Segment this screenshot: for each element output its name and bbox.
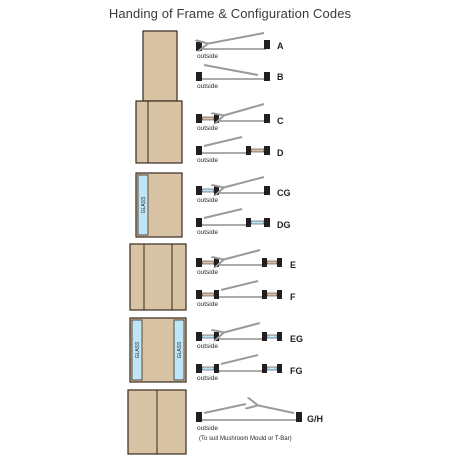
code-label: A (277, 41, 284, 51)
glass-label-left: GLASS (135, 341, 141, 358)
outside-label: outside (197, 375, 218, 382)
outside-label: outside (197, 53, 218, 60)
outside-label: outside (197, 301, 218, 308)
elevation-two-glass-sides: GLASS GLASS (129, 317, 187, 383)
code-label: CG (277, 188, 291, 198)
plan-EG: outside EG (196, 322, 303, 350)
elevation-double (127, 389, 187, 455)
outside-label: outside (197, 197, 218, 204)
outside-label: outside (197, 269, 218, 276)
code-label: D (277, 148, 284, 158)
code-label: E (290, 260, 296, 270)
outside-label: outside (197, 157, 218, 164)
plan-GH: outside G/H (To suit Mushroom Mould or T… (196, 404, 323, 442)
plan-F: outside F (196, 280, 296, 308)
outside-label: outside (197, 343, 218, 350)
plan-C: outside C (196, 103, 284, 132)
double-note: (To suit Mushroom Mould or T-Bar) (199, 436, 292, 442)
outside-label: outside (197, 425, 218, 432)
plan-E: outside E (196, 249, 296, 276)
code-label: B (277, 72, 284, 82)
glass-label-right: GLASS (177, 341, 183, 358)
elevation-side-panel (135, 100, 183, 164)
glass-label: GLASS (141, 196, 147, 213)
plan-B: outside B (196, 64, 284, 90)
elevation-single (142, 30, 178, 102)
plan-FG: outside FG (196, 354, 303, 382)
code-label: DG (277, 220, 291, 230)
outside-label: outside (197, 83, 218, 90)
plan-D: outside D (196, 136, 284, 164)
outside-label: outside (197, 229, 218, 236)
code-label: FG (290, 366, 303, 376)
page-title: Handing of Frame & Configuration Codes (108, 6, 352, 21)
code-label: EG (290, 334, 303, 344)
outside-label: outside (197, 125, 218, 132)
code-label: G/H (307, 414, 323, 424)
plan-CG: outside CG (196, 176, 291, 204)
plan-A: outside A (196, 32, 284, 60)
code-label: F (290, 292, 296, 302)
code-label: C (277, 116, 284, 126)
plan-DG: outside DG (196, 208, 291, 236)
elevation-glass-side: GLASS (135, 172, 183, 238)
elevation-two-sides (129, 243, 187, 311)
